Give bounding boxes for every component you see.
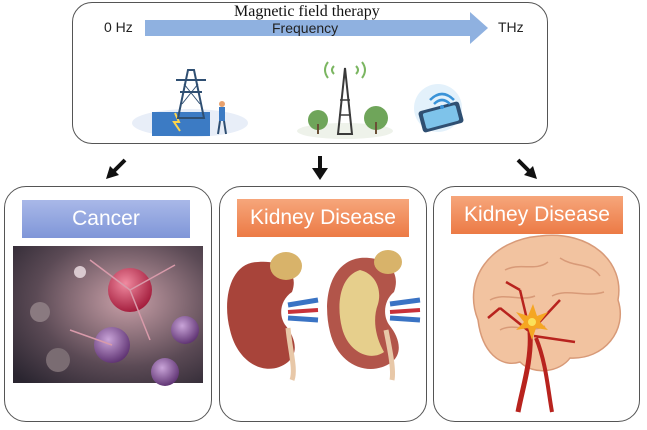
diagram-title: Magnetic field therapy <box>234 3 380 20</box>
frequency-axis-label: Frequency <box>272 20 339 36</box>
frequency-arrow <box>145 12 488 44</box>
arrow-left-down-icon <box>106 158 127 179</box>
high-frequency-label: THz <box>498 19 524 35</box>
cancer-label: Cancer <box>22 200 190 238</box>
brain-label: Kidney Disease <box>451 196 623 234</box>
smartphone-wifi-icon <box>414 84 464 133</box>
arrow-right-down-icon <box>516 158 537 179</box>
arrow-down-icon <box>312 156 328 180</box>
low-frequency-label: 0 Hz <box>104 19 133 35</box>
power-tower-icon <box>132 69 248 137</box>
kidney-label: Kidney Disease <box>237 199 409 237</box>
cell-tower-icon <box>297 61 393 139</box>
